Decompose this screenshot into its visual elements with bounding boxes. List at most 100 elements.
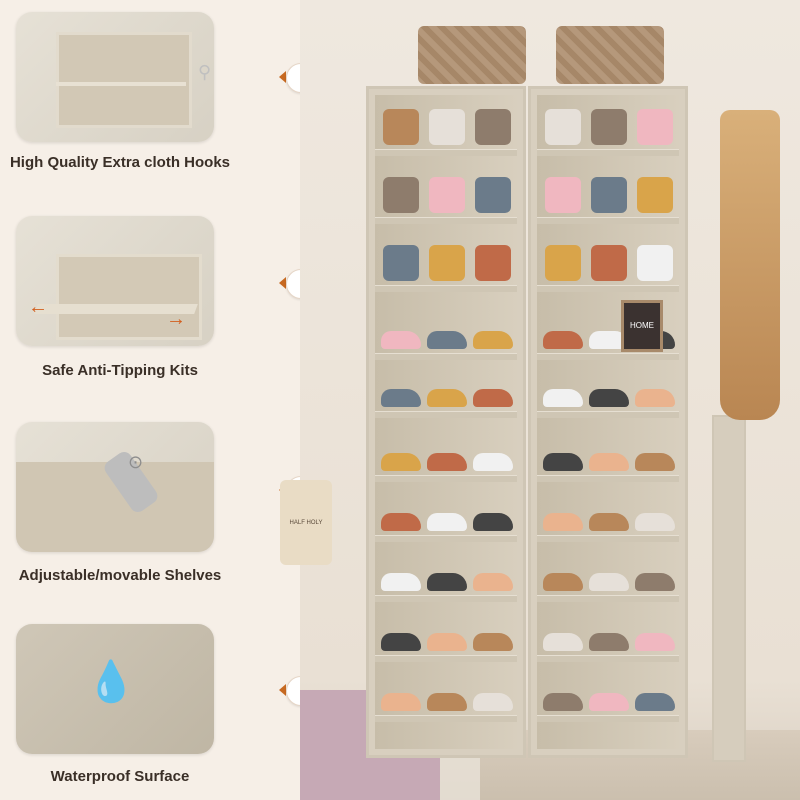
home-sign-text: HOME xyxy=(630,321,654,330)
feature-label-waterproof: Waterproof Surface xyxy=(50,768,190,785)
shelf xyxy=(537,411,679,418)
arrow-right-icon: → xyxy=(166,308,186,330)
shoe-cabinet-right xyxy=(528,86,688,758)
shoe xyxy=(381,453,421,471)
home-sign: HOME xyxy=(621,300,663,352)
shoe xyxy=(635,389,675,407)
shoe xyxy=(473,389,513,407)
feature-label-adjustable-shelves: Adjustable/movable Shelves xyxy=(18,567,222,584)
decor-item xyxy=(591,245,627,281)
basket xyxy=(556,26,664,84)
decor-item xyxy=(545,245,581,281)
shoe xyxy=(473,573,513,591)
shoe xyxy=(427,453,467,471)
side-panel xyxy=(712,415,746,762)
shelf xyxy=(375,535,517,542)
shoe xyxy=(635,693,675,711)
shoe xyxy=(381,331,421,349)
coat xyxy=(720,110,780,420)
shoe xyxy=(635,453,675,471)
shoe-cabinet-left xyxy=(366,86,526,758)
feature-label-anti-tipping: Safe Anti-Tipping Kits xyxy=(42,362,198,379)
feature-image-adjustable-shelves: ⊙ xyxy=(16,422,214,552)
shoe xyxy=(589,633,629,651)
shelf xyxy=(537,655,679,662)
shoe xyxy=(589,513,629,531)
badge-pointer-icon xyxy=(279,71,286,83)
feature-image-anti-tipping: ← → xyxy=(16,216,214,346)
basket xyxy=(418,26,526,84)
decor-item xyxy=(545,177,581,213)
shelf xyxy=(537,217,679,224)
shoe xyxy=(543,573,583,591)
shelf xyxy=(537,149,679,156)
bracket-icon: ⊙ xyxy=(128,452,144,472)
badge-pointer-icon xyxy=(279,684,286,696)
handbag xyxy=(637,109,673,145)
shoe xyxy=(543,693,583,711)
tote-bag: HALF HOLY xyxy=(280,480,332,565)
tote-bag-text: HALF HOLY xyxy=(289,520,323,526)
shelf xyxy=(537,715,679,722)
decor-item xyxy=(475,245,511,281)
water-drop-icon: 💧 xyxy=(86,660,136,704)
feature-panel: ⚲ High Quality Extra cloth Hooks ← → Saf… xyxy=(0,0,397,800)
shelf xyxy=(537,475,679,482)
shoe xyxy=(589,693,629,711)
shoe xyxy=(543,513,583,531)
shoe xyxy=(589,389,629,407)
shoe xyxy=(427,633,467,651)
decor-item xyxy=(429,177,465,213)
shelf xyxy=(537,285,679,292)
shoe xyxy=(635,633,675,651)
shoe xyxy=(543,389,583,407)
shoe xyxy=(473,693,513,711)
handbag xyxy=(545,109,581,145)
decor-item xyxy=(637,177,673,213)
shoe xyxy=(473,331,513,349)
shoe xyxy=(427,693,467,711)
shoe xyxy=(473,453,513,471)
shoe xyxy=(543,331,583,349)
shoe xyxy=(427,513,467,531)
shoe xyxy=(427,573,467,591)
shoe xyxy=(427,389,467,407)
shoe xyxy=(473,633,513,651)
handbag xyxy=(475,109,511,145)
handbag xyxy=(591,109,627,145)
decor-item xyxy=(475,177,511,213)
shoe xyxy=(381,693,421,711)
badge-pointer-icon xyxy=(279,277,286,289)
decor-item xyxy=(429,245,465,281)
decor-item xyxy=(637,245,673,281)
shoe xyxy=(589,573,629,591)
shelf xyxy=(537,535,679,542)
shoe xyxy=(589,331,629,349)
feature-image-cloth-hooks: ⚲ xyxy=(16,12,214,142)
shoe xyxy=(381,633,421,651)
shelf xyxy=(375,411,517,418)
shoe xyxy=(473,513,513,531)
shelf xyxy=(375,655,517,662)
shoe xyxy=(635,573,675,591)
handbag xyxy=(383,109,419,145)
feature-image-waterproof: 💧 xyxy=(16,624,214,754)
decor-item xyxy=(383,177,419,213)
shelf xyxy=(375,353,517,360)
shoe xyxy=(543,633,583,651)
shoe xyxy=(635,513,675,531)
shoe xyxy=(543,453,583,471)
shelf xyxy=(537,595,679,602)
shelf xyxy=(375,475,517,482)
shelf xyxy=(375,595,517,602)
decor-item xyxy=(591,177,627,213)
hook-icon: ⚲ xyxy=(198,62,212,82)
shelf xyxy=(375,715,517,722)
decor-item xyxy=(383,245,419,281)
shelf xyxy=(375,285,517,292)
shelf xyxy=(375,149,517,156)
shoe xyxy=(381,513,421,531)
shoe xyxy=(381,573,421,591)
handbag xyxy=(429,109,465,145)
